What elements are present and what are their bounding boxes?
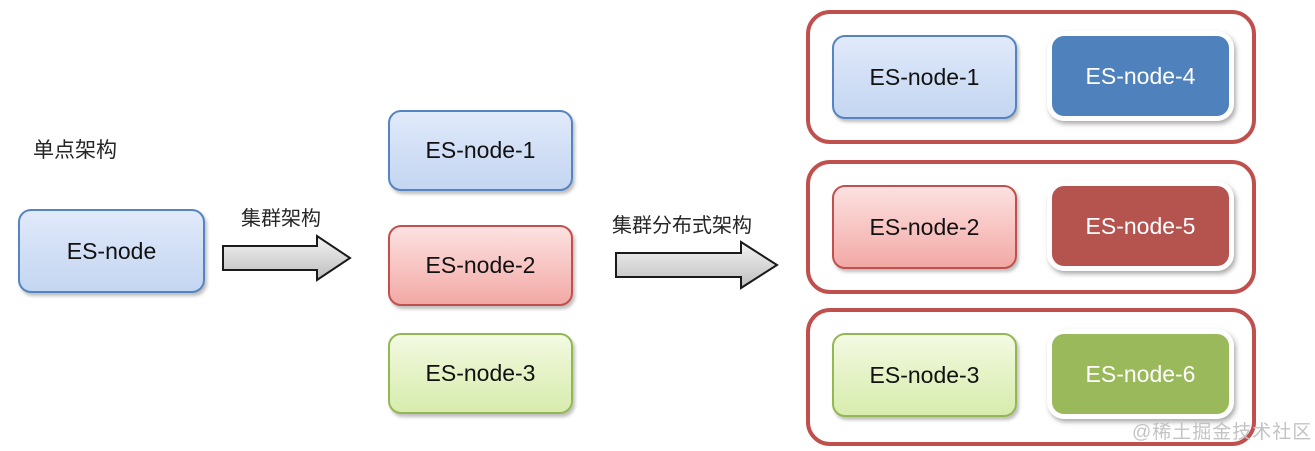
right-arrow-icon [615, 240, 779, 290]
arrow1-label: 集群架构 [241, 208, 321, 230]
node-es-node: ES-node [18, 209, 205, 293]
node-label: ES-node-6 [1085, 360, 1196, 387]
node-es-node-6-replica: ES-node-6 [1047, 329, 1234, 419]
node-label: ES-node-1 [425, 137, 536, 163]
shard-group-2: ES-node-2 ES-node-5 [806, 160, 1256, 294]
right-arrow-icon [222, 234, 352, 282]
node-label: ES-node-5 [1085, 212, 1196, 239]
node-es-node-2: ES-node-2 [388, 225, 573, 306]
node-label: ES-node-2 [869, 213, 980, 240]
node-label: ES-node-3 [425, 360, 536, 386]
node-es-node-5-replica: ES-node-5 [1047, 181, 1234, 271]
node-es-node-1-primary: ES-node-1 [832, 35, 1017, 119]
node-es-node-4-replica: ES-node-4 [1047, 31, 1234, 121]
stage1-title: 单点架构 [33, 139, 117, 162]
shard-group-3: ES-node-3 ES-node-6 [806, 308, 1256, 446]
node-es-node-2-primary: ES-node-2 [832, 185, 1017, 269]
arrow2-label: 集群分布式架构 [612, 215, 752, 237]
node-es-node-3: ES-node-3 [388, 333, 573, 414]
node-label: ES-node-2 [425, 252, 536, 278]
node-es-node-3-primary: ES-node-3 [832, 333, 1017, 417]
shard-group-1: ES-node-1 ES-node-4 [806, 10, 1256, 144]
node-label: ES-node [66, 237, 157, 264]
node-label: ES-node-1 [869, 63, 980, 90]
node-es-node-1: ES-node-1 [388, 110, 573, 191]
node-label: ES-node-4 [1085, 62, 1196, 89]
node-label: ES-node-3 [869, 361, 980, 388]
watermark-text: @稀土掘金技术社区 [1132, 422, 1313, 443]
